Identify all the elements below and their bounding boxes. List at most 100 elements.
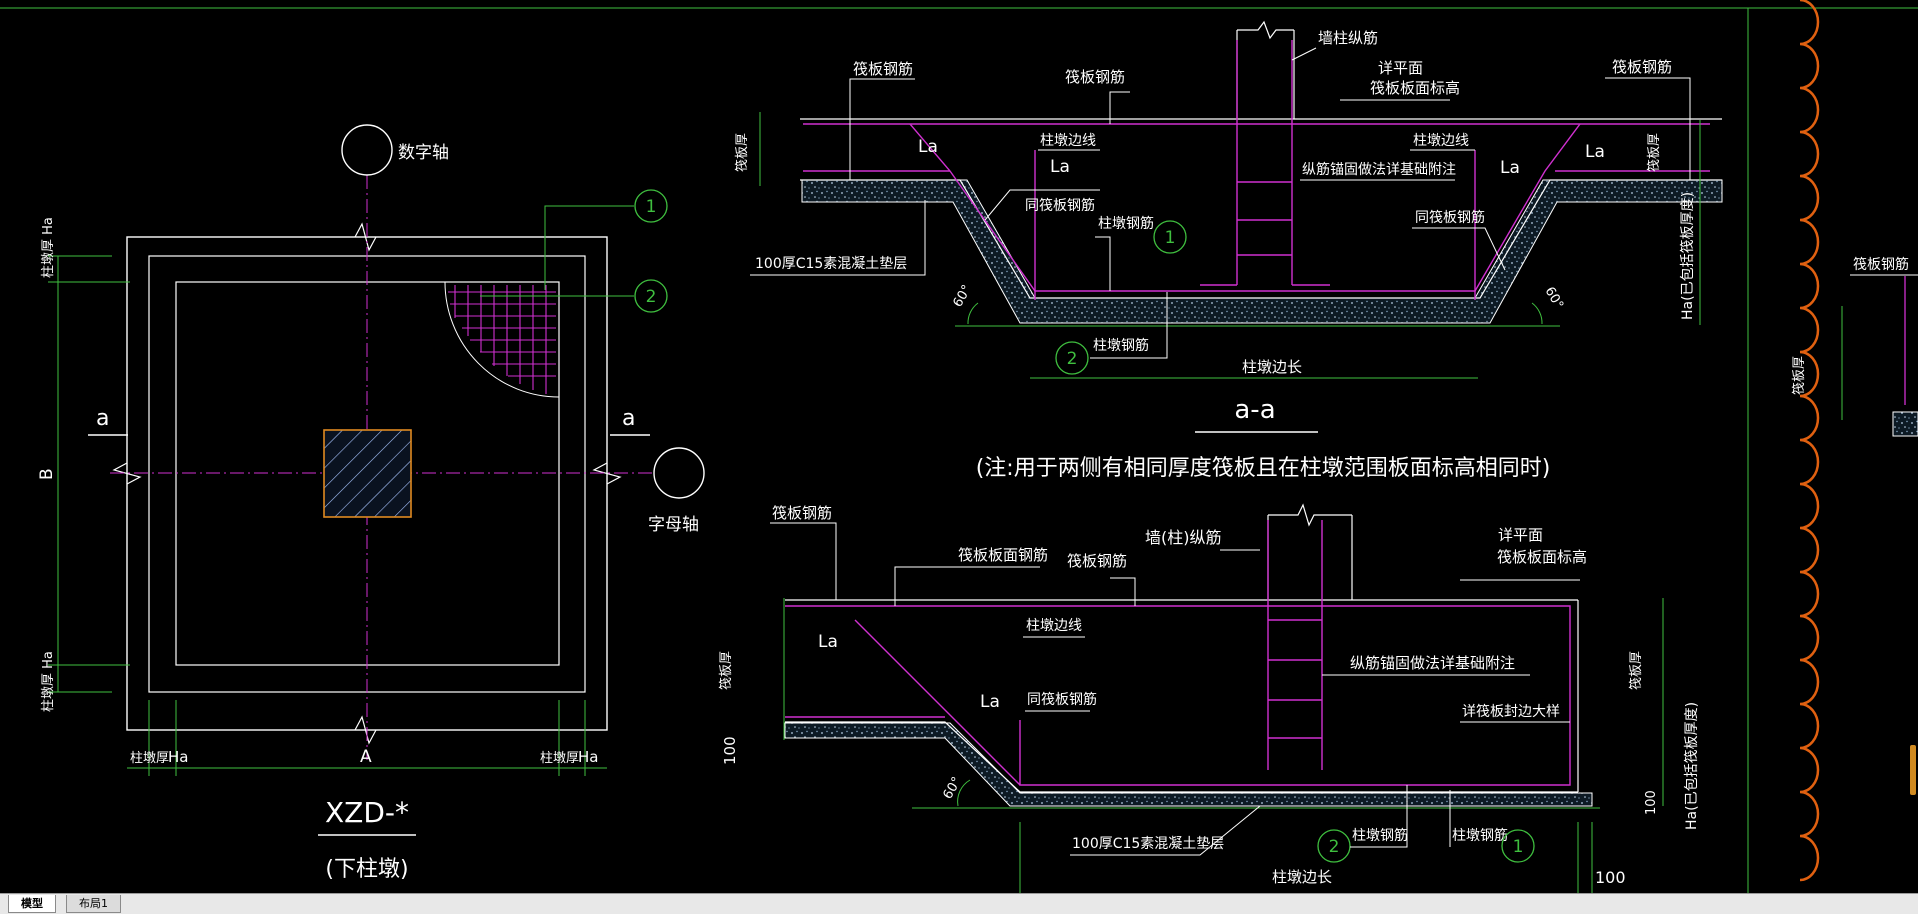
aa-raft-rebar-left: 筏板钢筋 bbox=[853, 60, 913, 78]
leader bbox=[1412, 227, 1506, 271]
aa-note: (注:用于两侧有相同厚度筏板且在柱墩范围板面标高相同时) bbox=[976, 456, 1551, 481]
leader bbox=[1095, 236, 1111, 291]
angle-arc bbox=[967, 302, 979, 325]
leader bbox=[1350, 785, 1408, 848]
canvas-scroll-handle[interactable] bbox=[1910, 745, 1916, 795]
aa-same-raft-rebar-right: 同筏板钢筋 bbox=[1415, 209, 1485, 226]
rebar-grid bbox=[448, 285, 556, 394]
leader bbox=[1110, 577, 1136, 606]
angle-arc-b bbox=[957, 779, 971, 807]
b-raft-top-rebar: 筏板板面钢筋 bbox=[958, 546, 1048, 564]
aa-raft-rebar-mid: 筏板钢筋 bbox=[1065, 68, 1125, 86]
tab-model[interactable]: 模型 bbox=[8, 895, 56, 913]
partial-raft-rebar: 筏板钢筋 bbox=[1853, 256, 1909, 273]
column-section bbox=[323, 429, 412, 518]
leader bbox=[1605, 77, 1691, 180]
b-dim-100-right: 100 bbox=[1644, 790, 1659, 815]
dim-bottom-a: 柱墩厚 bbox=[130, 751, 169, 766]
raft-outline bbox=[800, 20, 1722, 299]
aa-pier-side-len: 柱墩边长 bbox=[1242, 358, 1302, 376]
tab-layout1[interactable]: 布局1 bbox=[66, 895, 121, 913]
b-raft-top-elev: 筏板板面标高 bbox=[1497, 548, 1587, 566]
aa-title: a-a bbox=[1234, 395, 1275, 425]
dim-bottom-c: 柱墩厚 bbox=[540, 751, 579, 766]
leader bbox=[1291, 47, 1317, 61]
b-raft-rebar-2: 筏板钢筋 bbox=[1067, 552, 1127, 570]
rebar-lines bbox=[803, 40, 1710, 300]
aa-pier-rebar-2: 柱墩钢筋 bbox=[1093, 337, 1149, 354]
aa-bedding: 100厚C15素混凝土垫层 bbox=[755, 256, 907, 272]
section-b[interactable]: 筏板钢筋 筏板板面钢筋 筏板钢筋 墙(柱)纵筋 详平面 筏板板面标高 筏板厚 筏… bbox=[718, 503, 1700, 893]
callout-bubble-2 bbox=[634, 279, 668, 313]
dimension-left bbox=[48, 255, 130, 693]
aa-callout-bubble-2 bbox=[1055, 341, 1089, 375]
leader bbox=[1070, 805, 1261, 856]
b-pier-side-len: 柱墩边长 bbox=[1272, 868, 1332, 886]
plan-view[interactable]: 数字轴 字母轴 1 2 a a bbox=[37, 124, 705, 882]
dim-bottom-d: Ha bbox=[578, 748, 598, 766]
axis-number-label: 数字轴 bbox=[398, 143, 449, 163]
partial-right-detail[interactable]: 筏板钢筋 筏板厚 bbox=[1791, 256, 1918, 437]
callout-1-label: 1 bbox=[646, 197, 657, 217]
plan-title: XZD-* bbox=[325, 796, 409, 829]
cad-drawing-canvas[interactable]: 数字轴 字母轴 1 2 a a bbox=[0, 0, 1918, 893]
aa-pier-edge-2: 柱墩边线 bbox=[1413, 133, 1469, 149]
b-callout-bubble-1 bbox=[1501, 829, 1535, 863]
b-la-2: La bbox=[980, 692, 1000, 712]
aa-angle-left: 60° bbox=[950, 283, 975, 310]
break-mark-top bbox=[354, 222, 377, 252]
drawing-frame bbox=[0, 7, 1918, 893]
b-ha-label: Ha(已包括筏板厚度) bbox=[1683, 702, 1700, 830]
callout-bubble-1 bbox=[634, 189, 668, 223]
dimension-bottom bbox=[127, 700, 607, 776]
dim-B: B bbox=[37, 468, 57, 480]
aa-raft-top-elev: 筏板板面标高 bbox=[1370, 79, 1460, 97]
b-pier-rebar-2: 柱墩钢筋 bbox=[1452, 827, 1508, 844]
aa-callout-bubble-1 bbox=[1153, 220, 1187, 254]
aa-pier-rebar-1: 柱墩钢筋 bbox=[1098, 215, 1154, 232]
b-callout-bubble-2 bbox=[1317, 829, 1351, 863]
b-see-plan: 详平面 bbox=[1498, 526, 1543, 544]
aa-anchor-note: 纵筋锚固做法详基础附注 bbox=[1302, 161, 1456, 178]
aa-raft-rebar-right: 筏板钢筋 bbox=[1612, 58, 1672, 76]
aa-la-1: La bbox=[918, 137, 938, 157]
leader bbox=[750, 200, 926, 276]
axis-bubble-number bbox=[341, 124, 393, 176]
section-mark-left: a bbox=[96, 406, 109, 431]
b-anchor-note: 纵筋锚固做法详基础附注 bbox=[1350, 654, 1515, 672]
leader bbox=[894, 566, 1040, 606]
aa-see-plan: 详平面 bbox=[1378, 59, 1423, 77]
b-bedding: 100厚C15素混凝土垫层 bbox=[1072, 836, 1224, 852]
plan-subtitle: (下柱墩) bbox=[325, 857, 408, 882]
b-la-1: La bbox=[818, 632, 838, 652]
rebar-grid-region bbox=[444, 281, 560, 398]
b-callout-2: 2 bbox=[1329, 837, 1340, 857]
break-mark-left bbox=[112, 462, 142, 485]
b-same-raft-rebar: 同筏板钢筋 bbox=[1027, 691, 1097, 708]
axis-bubble-letter bbox=[653, 447, 705, 499]
section-mark-right: a bbox=[622, 406, 635, 431]
b-raft-rebar: 筏板钢筋 bbox=[772, 504, 832, 522]
aa-la-3: La bbox=[1500, 158, 1520, 178]
aa-same-raft-rebar-left: 同筏板钢筋 bbox=[1025, 197, 1095, 214]
axis-letter-label: 字母轴 bbox=[648, 515, 699, 535]
aa-wall-col-rebar: 墙柱纵筋 bbox=[1318, 29, 1378, 47]
leader bbox=[1090, 292, 1168, 359]
dim-bottom-b: Ha bbox=[168, 748, 188, 766]
partial-raft-thick: 筏板厚 bbox=[1791, 356, 1807, 395]
raft-outline-b bbox=[785, 503, 1579, 793]
b-pier-rebar-1: 柱墩钢筋 bbox=[1352, 827, 1408, 844]
rebar-lines-b bbox=[785, 520, 1571, 786]
aa-la-2: La bbox=[1050, 157, 1070, 177]
b-dim-100-left: 100 bbox=[721, 736, 739, 765]
leader bbox=[1109, 91, 1130, 124]
leader bbox=[770, 522, 837, 600]
angle-arc bbox=[1531, 302, 1543, 325]
b-pier-edge: 柱墩边线 bbox=[1026, 618, 1082, 634]
aa-raft-thick-right: 筏板厚 bbox=[1646, 133, 1662, 172]
section-aa[interactable]: 筏板钢筋 筏板钢筋 墙柱纵筋 详平面 筏板板面标高 筏板钢筋 筏板厚 筏板厚 L… bbox=[734, 20, 1723, 481]
b-dim-100-bottom: 100 bbox=[1595, 868, 1626, 887]
aa-raft-thick-left: 筏板厚 bbox=[734, 133, 750, 172]
b-raft-thick-left: 筏板厚 bbox=[718, 651, 734, 690]
break-mark-bottom bbox=[354, 715, 377, 745]
